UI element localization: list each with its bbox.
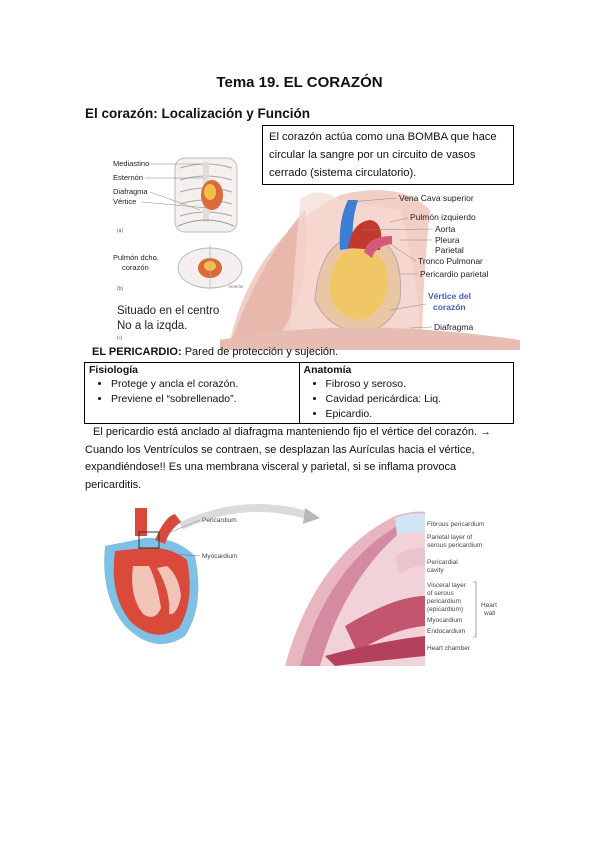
svg-text:Esternón: Esternón <box>113 173 143 182</box>
svg-text:Tronco Pulmonar: Tronco Pulmonar <box>418 256 483 266</box>
svg-text:Vena Cava superior: Vena Cava superior <box>399 193 474 203</box>
svg-text:corazón: corazón <box>122 263 149 272</box>
svg-text:Heart: Heart <box>481 602 497 609</box>
svg-text:Pericardial: Pericardial <box>427 559 458 566</box>
list-item: Epicardio. <box>326 407 510 422</box>
svg-text:Pleura: Pleura <box>435 235 460 245</box>
svg-text:Vértice: Vértice <box>113 197 136 206</box>
heart-section-diagram <box>104 508 199 644</box>
anatomia-title: Anatomía <box>303 364 352 376</box>
list-item: Fibroso y seroso. <box>326 377 510 392</box>
svg-text:Endocardium: Endocardium <box>427 628 465 635</box>
fisiologia-cell: Fisiología Protege y ancla el corazón. P… <box>84 362 300 424</box>
svg-text:of serous: of serous <box>427 590 454 597</box>
svg-text:Pulmón izquierdo: Pulmón izquierdo <box>410 212 476 222</box>
svg-text:Pericardio parietal: Pericardio parietal <box>420 269 489 279</box>
svg-text:Myocardium: Myocardium <box>427 617 462 624</box>
heart-labels: Vena Cava superior Pulmón izquierdo Aort… <box>349 193 489 332</box>
svg-text:(epicardium): (epicardium) <box>427 606 463 613</box>
pericardio-paragraph: El pericardio está anclado al diafragma … <box>85 426 492 491</box>
svg-text:Fibrous pericardium: Fibrous pericardium <box>427 521 484 528</box>
list-item: Protege y ancla el corazón. <box>111 377 295 392</box>
svg-text:Myocardium: Myocardium <box>202 553 237 560</box>
svg-text:Diafragma: Diafragma <box>113 187 148 196</box>
section-heading: El corazón: Localización y Función <box>85 106 311 121</box>
anatomia-cell: Anatomía Fibroso y seroso. Cavidad peric… <box>298 362 514 424</box>
heart-wall-layers <box>285 511 425 666</box>
svg-text:Aorta: Aorta <box>435 224 456 234</box>
svg-text:Pulmón dcho.: Pulmón dcho. <box>113 253 159 262</box>
svg-text:serous pericardium: serous pericardium <box>427 542 482 549</box>
heart-location-figure: Mediastino Esternón Diafragma Vértice (a… <box>113 157 520 350</box>
svg-text:Parietal layer of: Parietal layer of <box>427 534 472 541</box>
layer-labels: Fibrous pericardium Parietal layer of se… <box>427 521 497 652</box>
svg-text:(a): (a) <box>117 228 123 234</box>
svg-text:Visceral layer: Visceral layer <box>427 582 467 589</box>
function-callout: El corazón actúa como una BOMBA que hace… <box>262 125 514 185</box>
svg-text:corazón: corazón <box>433 302 466 312</box>
svg-text:wall: wall <box>483 610 496 617</box>
pericardio-table: Fisiología Protege y ancla el corazón. P… <box>84 362 514 424</box>
svg-text:pericardium: pericardium <box>427 598 461 605</box>
svg-text:Heart chamber: Heart chamber <box>427 645 471 652</box>
svg-text:cavity: cavity <box>427 567 444 574</box>
svg-text:(b): (b) <box>117 286 123 292</box>
heart-wall-figure: Pericardium Myocardium Fibrous pericardi… <box>104 504 497 666</box>
svg-text:Mediastino: Mediastino <box>113 159 149 168</box>
list-item: Cavidad pericárdica: Liq. <box>326 392 510 407</box>
svg-text:Pericardium: Pericardium <box>202 517 237 524</box>
svg-text:Parietal: Parietal <box>435 245 464 255</box>
svg-text:Anterior: Anterior <box>227 284 244 289</box>
page-title: Tema 19. EL CORAZÓN <box>216 74 383 91</box>
chest-labels: Mediastino Esternón Diafragma Vértice (a… <box>113 159 209 234</box>
svg-text:Vértice del: Vértice del <box>428 291 471 301</box>
cross-section-diagram: Pulmón dcho. corazón Anterior (b) <box>113 245 244 292</box>
list-item: Previene el “sobrellenado”. <box>111 392 295 407</box>
location-note: Situado en el centro No a la izqda. <box>117 305 220 332</box>
svg-text:Diafragma: Diafragma <box>434 322 473 332</box>
pericardio-heading: EL PERICARDIO: Pared de protección y suj… <box>92 346 339 358</box>
svg-text:(c): (c) <box>117 335 123 340</box>
fisiologia-title: Fisiología <box>89 364 139 376</box>
chest-diagram <box>174 157 238 233</box>
